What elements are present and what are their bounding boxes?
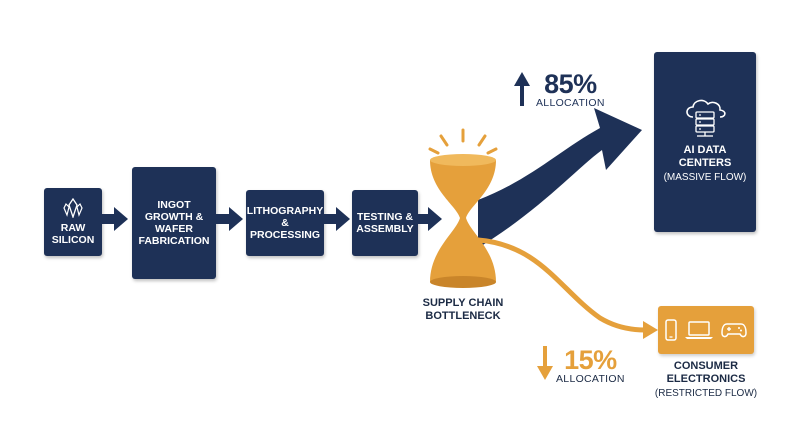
consumer-subtitle: (RESTRICTED FLOW) [654,388,758,399]
connector-4 [418,214,432,224]
arrow-down-icon [537,346,553,380]
node-label: RAW SILICON [51,222,95,246]
consumer-flow-arrow [477,237,646,333]
ai-data-centers-box: AI DATA CENTERS (MASSIVE FLOW) [654,52,756,232]
consumer-title: CONSUMER ELECTRONICS [666,360,746,385]
phone-icon [665,319,677,341]
ai-allocation: 85% ALLOCATION [536,70,605,109]
connector-4-head [428,207,442,231]
laptop-icon [685,321,713,339]
hourglass-icon [428,128,498,288]
node-ingot-growth: INGOT GROWTH & WAFER FABRICATION [132,167,216,279]
consumer-percent: 15% [564,345,617,375]
ai-flow-arrow [478,108,642,248]
ai-title: AI DATA CENTERS [678,144,732,169]
node-label: INGOT GROWTH & WAFER FABRICATION [138,199,210,247]
node-label: TESTING & ASSEMBLY [356,211,414,235]
ai-subtitle: (MASSIVE FLOW) [663,172,747,183]
consumer-allocation-label: ALLOCATION [556,373,625,385]
consumer-flow-arrowhead [643,321,658,339]
node-label: LITHOGRAPHY & PROCESSING [246,205,324,241]
connector-3-head [336,207,350,231]
node-raw-silicon: RAW SILICON [44,188,102,256]
connector-1-head [114,207,128,231]
connector-2 [216,214,232,224]
ai-percent: 85% [544,69,597,99]
connector-3 [324,214,338,224]
connector-1 [102,214,116,224]
ai-allocation-label: ALLOCATION [536,97,605,109]
consumer-allocation: 15% ALLOCATION [556,346,625,385]
node-lithography: LITHOGRAPHY & PROCESSING [246,190,324,256]
connector-2-head [229,207,243,231]
cloud-server-icon [686,99,726,137]
gamepad-icon [721,323,747,338]
node-testing: TESTING & ASSEMBLY [352,190,418,256]
bottleneck-label: SUPPLY CHAIN BOTTLENECK [422,297,504,322]
crystal-icon [63,198,83,218]
consumer-electronics-box [658,306,754,354]
arrow-up-icon [514,72,530,106]
